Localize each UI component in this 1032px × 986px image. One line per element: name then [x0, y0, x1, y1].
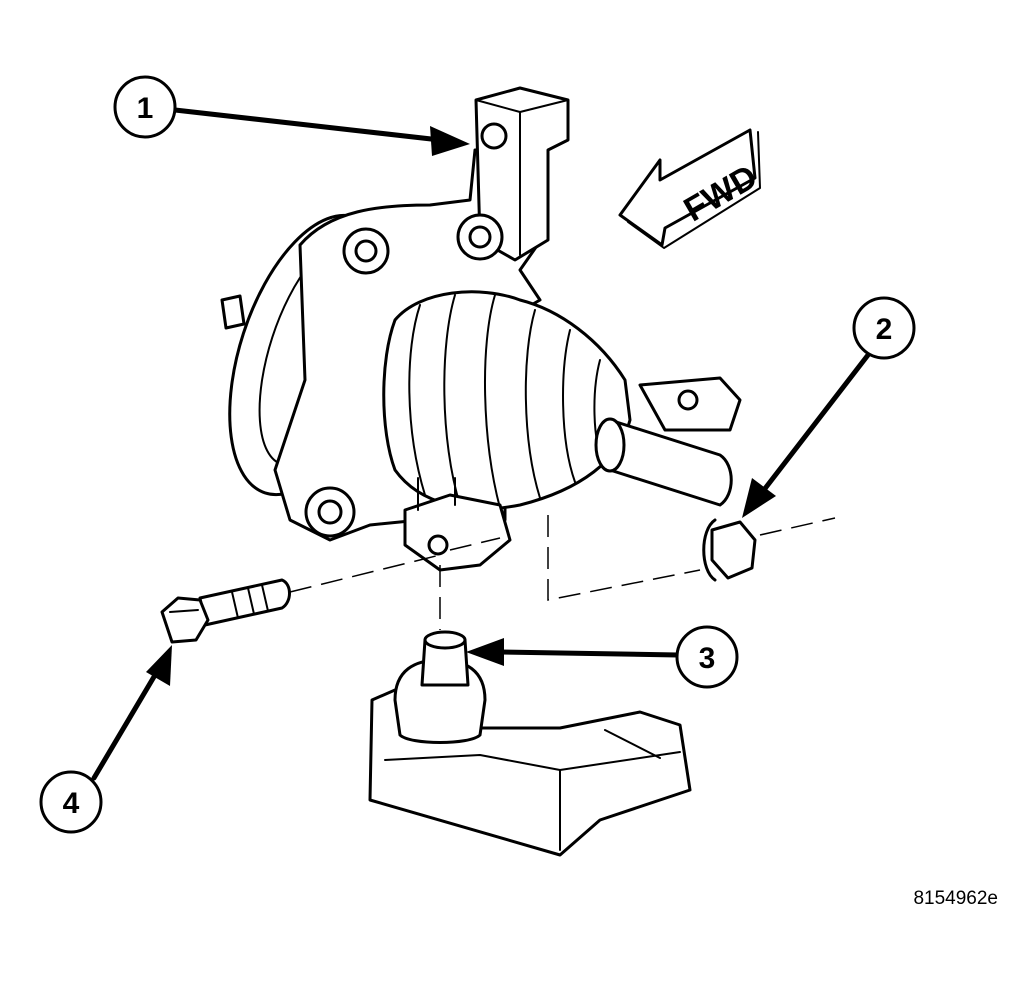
callout-1-number: 1: [137, 92, 154, 125]
steering-knuckle-assembly: [220, 86, 742, 572]
callout-2-number: 2: [876, 313, 893, 346]
fwd-arrow-icon: FWD: [618, 128, 764, 249]
leader-arrows: [91, 107, 871, 781]
callout-4: 4: [39, 770, 103, 834]
pinch-bolt-nut: [702, 518, 757, 582]
alignment-lines: [289, 515, 836, 630]
callout-4-number: 4: [63, 787, 80, 820]
lower-control-arm: [368, 630, 692, 857]
figure-reference-code: 8154962e: [913, 888, 998, 909]
pinch-bolt: [160, 578, 291, 644]
callout-2: 2: [852, 296, 916, 360]
callout-3: 3: [675, 625, 739, 689]
callout-3-number: 3: [699, 642, 716, 675]
callout-1: 1: [113, 75, 177, 139]
